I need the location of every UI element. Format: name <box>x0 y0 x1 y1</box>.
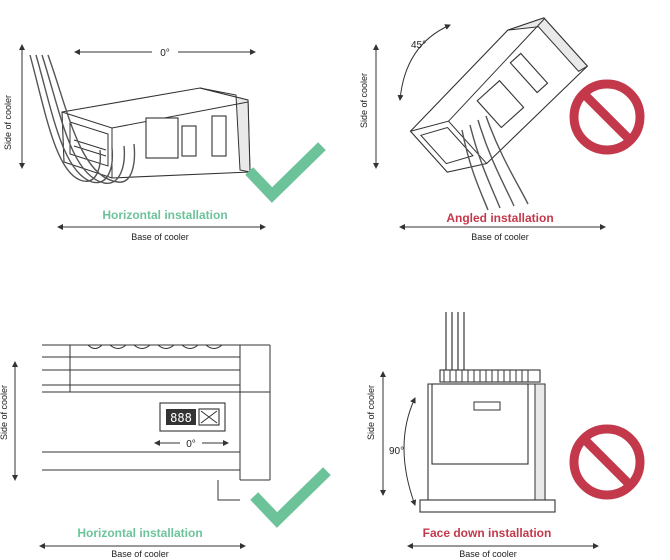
panel-title: Horizontal installation <box>77 526 202 540</box>
base-label: Base of cooler <box>471 232 529 242</box>
angle-arc <box>403 397 417 506</box>
check-mark-icon <box>250 467 331 528</box>
display-digits: 888 <box>170 411 192 425</box>
wires <box>461 115 529 211</box>
base-label: Base of cooler <box>131 232 189 242</box>
panel-face-down: Side of cooler 90° Base of cooler Face d… <box>366 312 645 559</box>
angle-label: 0° <box>186 439 196 450</box>
side-label: Side of cooler <box>359 73 369 128</box>
angle-label: 90° <box>389 446 404 457</box>
wires <box>445 312 465 372</box>
angle-label: 0° <box>160 48 170 59</box>
side-label: Side of cooler <box>0 385 9 440</box>
panel-title: Face down installation <box>423 526 552 540</box>
panel-title: Angled installation <box>446 211 553 225</box>
prohibited-icon <box>569 424 645 500</box>
angle-label: 45° <box>411 40 426 51</box>
base-label: Base of cooler <box>459 549 517 559</box>
panel-angled: Side of cooler 45° Base of cooler Angled… <box>359 17 645 242</box>
base-label: Base of cooler <box>111 549 169 559</box>
side-label: Side of cooler <box>366 385 376 440</box>
prohibited-icon <box>569 79 645 155</box>
side-label: Side of cooler <box>3 95 13 150</box>
panel-horizontal-bottom: Side of cooler 888 0° <box>0 344 331 559</box>
panel-horizontal-top: Side of cooler 0° Base of cooler <box>3 43 326 242</box>
cooler-front: 888 <box>42 344 271 501</box>
wires <box>29 54 136 184</box>
panel-title: Horizontal installation <box>102 208 227 222</box>
controller-device <box>419 369 556 513</box>
check-mark-icon <box>245 142 326 203</box>
angle-arc <box>397 24 451 101</box>
controller-device <box>409 17 589 173</box>
